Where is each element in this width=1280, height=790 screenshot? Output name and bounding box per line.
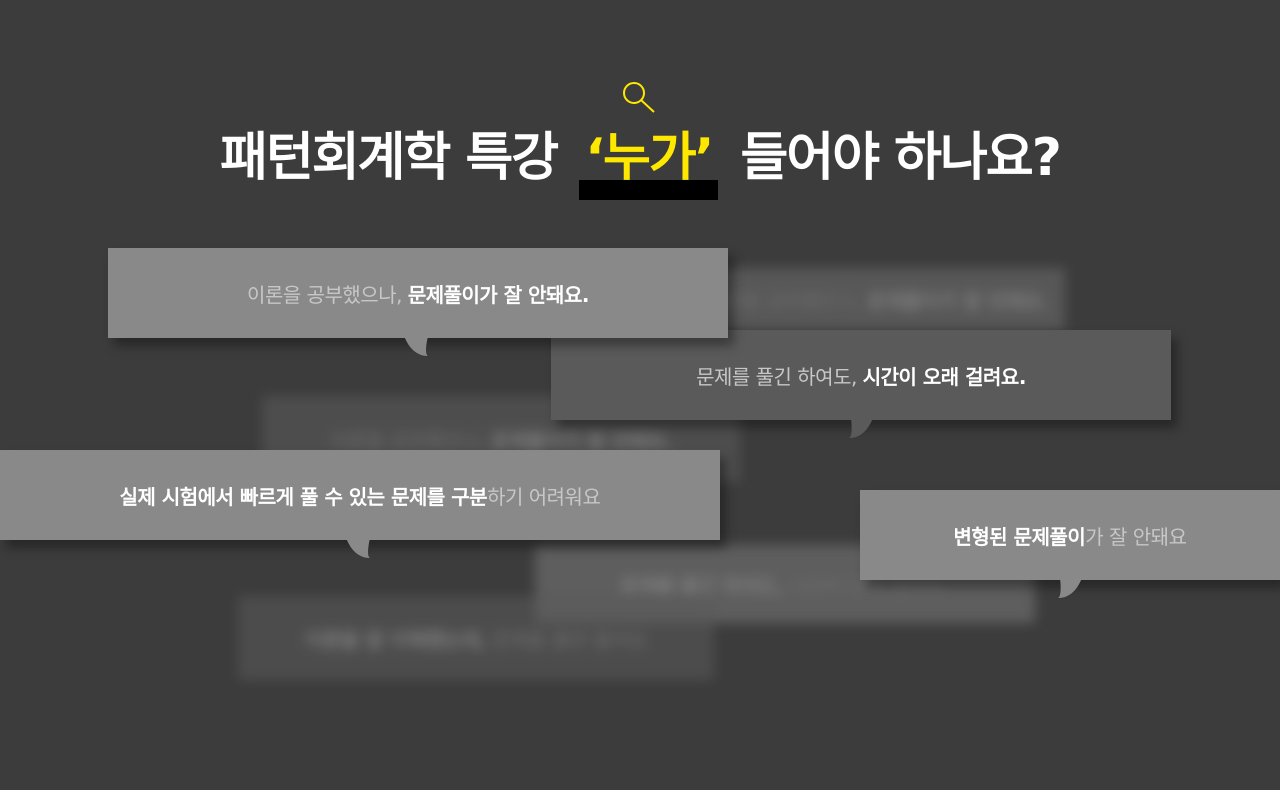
bubble-2-tail <box>849 418 873 438</box>
highlight-underbar <box>579 180 719 200</box>
blurred-bubble-4: 이론을 잘 이해했는데, 문제를 풀면 틀려요 <box>238 596 714 680</box>
title-highlight: ‘누가’ <box>585 128 714 188</box>
title-part2: 들어야 하나요? <box>740 128 1062 188</box>
page-title: 패턴회계학 특강 ‘누가’ 들어야 하나요? <box>0 122 1280 202</box>
title-highlight-wrap: ‘누가’ <box>579 122 719 200</box>
bubble-4-light: 가 잘 안돼요 <box>1085 524 1187 549</box>
bubble-3-bold: 실제 시험에서 빠르게 풀 수 있는 문제를 구분 <box>119 484 488 509</box>
speech-bubble-1: 이론을 공부했으나, 문제풀이가 잘 안돼요. <box>108 248 728 356</box>
blurred-bubble-1: 이론을 공부했으나, 문제풀이가 잘 안돼요. <box>690 268 1065 330</box>
bubble-1-tail <box>404 336 428 356</box>
bubble-3-tail <box>346 538 370 558</box>
bubble-4-tail <box>1058 578 1082 598</box>
title-part1: 패턴회계학 특강 <box>220 128 559 188</box>
bubble-2-light: 문제를 풀긴 하여도, <box>696 364 857 389</box>
speech-bubble-2: 문제를 풀긴 하여도, 시간이 오래 걸려요. <box>551 330 1171 438</box>
bubble-1-light: 이론을 공부했으나, <box>247 282 402 307</box>
bubble-2-bold: 시간이 오래 걸려요. <box>862 364 1027 389</box>
bubble-3-light: 하기 어려워요 <box>487 484 601 509</box>
bubble-4-bold: 변형된 문제풀이 <box>953 524 1086 549</box>
search-icon <box>623 82 655 113</box>
bubble-1-bold: 문제풀이가 잘 안돼요. <box>407 282 590 307</box>
